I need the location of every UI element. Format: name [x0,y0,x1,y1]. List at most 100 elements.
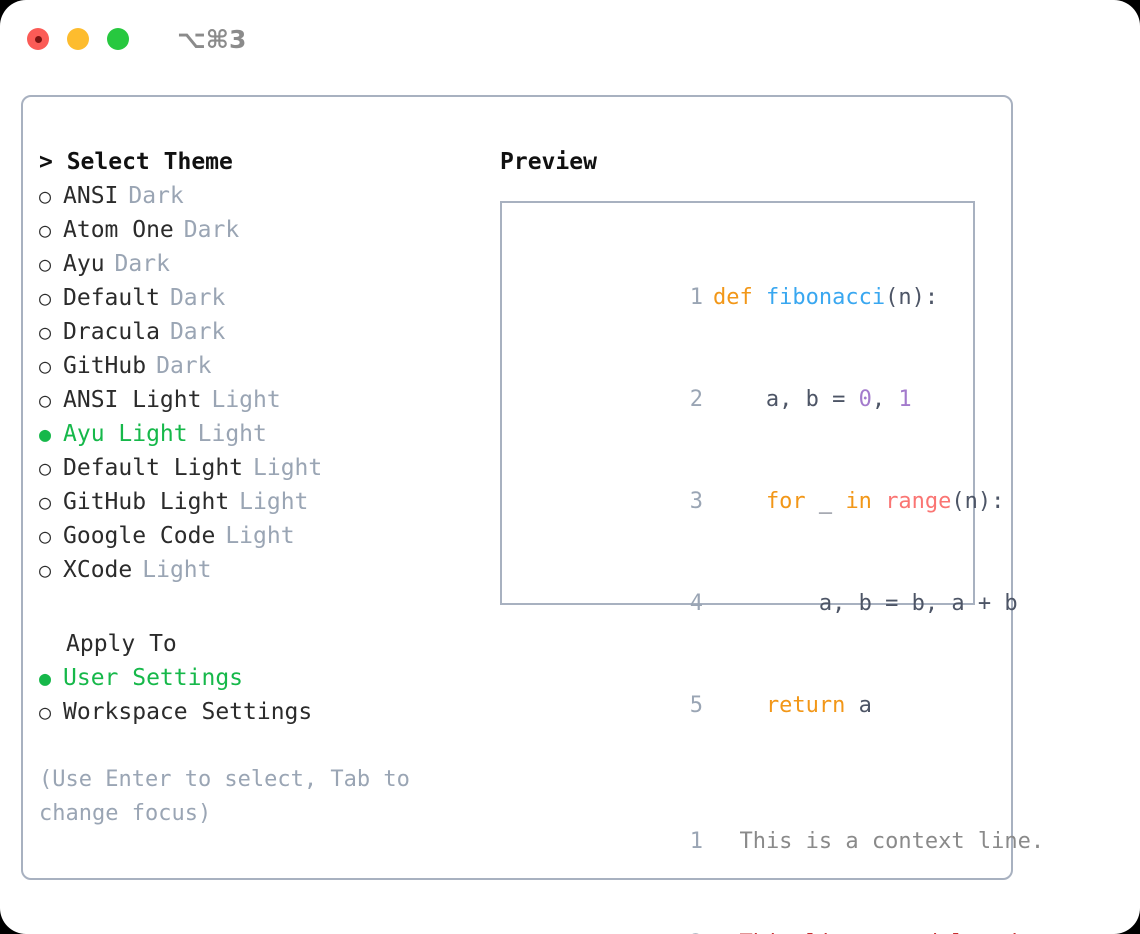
theme-kind: Light [142,557,212,583]
line-number: 1 [689,285,703,310]
code-token: a, b = [712,387,859,412]
theme-kind: Dark [128,183,184,209]
radio-icon[interactable]: ○ [39,184,52,208]
radio-icon[interactable]: ○ [39,388,52,412]
theme-list-item[interactable]: ○ XCode Light [39,553,469,587]
theme-list-item[interactable]: ○ Atom One Dark [39,213,469,247]
theme-name: XCode [63,557,133,583]
radio-icon[interactable]: ○ [39,456,52,480]
section-spacer [39,587,469,627]
line-number: 2 [689,387,703,412]
keyboard-shortcut-label: ⌥⌘3 [177,24,247,54]
code-token: a, b = b, a + b [712,591,1018,616]
traffic-lights [27,28,129,50]
theme-picker-column: > Select Theme ○ ANSI Dark ○ Atom One Da… [39,145,469,831]
theme-name: Default [63,285,160,311]
radio-icon[interactable]: ○ [39,558,52,582]
theme-kind: Dark [169,319,226,345]
radio-icon[interactable]: ○ [39,286,52,310]
theme-list-item[interactable]: ○ GitHub Dark [39,349,469,383]
theme-name: Google Code [63,523,216,549]
code-token [713,489,766,514]
theme-name: Atom One [63,217,174,243]
code-token [713,693,766,718]
theme-kind: Dark [169,285,226,311]
code-token: a [845,693,872,718]
close-button[interactable] [27,28,49,50]
diff-text: This is a context line. [726,829,1045,854]
theme-name: GitHub Light [63,489,230,515]
code-line: 4 a, b = b, a + b [520,553,1018,655]
theme-list-item[interactable]: ○ Default Light Light [39,451,469,485]
radio-icon[interactable]: ○ [39,218,52,242]
keyboard-hint-text: (Use Enter to select, Tab to change focu… [39,767,410,826]
preview-spacer [520,757,973,791]
radio-icon[interactable]: ○ [39,320,52,344]
apply-to-label: User Settings [63,665,244,691]
theme-kind: Light [211,387,281,413]
preview-heading: Preview [500,149,597,175]
code-line: 2 a, b = 0, 1 [520,349,973,451]
apply-to-item-selected[interactable]: ● User Settings [39,661,469,695]
preview-column: Preview 1 def fibonacci (n): 2 a, b = 0, 1… [500,145,1044,934]
maximize-button[interactable] [107,28,129,50]
code-token: , [871,387,899,412]
theme-list-item[interactable]: ○ Google Code Light [39,519,469,553]
code-token: def [712,285,766,310]
preview-box: 1 def fibonacci (n): 2 a, b = 0, 1 3 for _… [500,201,1044,934]
diff-text: This line was deleted. [726,931,1030,934]
theme-list-item[interactable]: ○ ANSI Light Light [39,383,469,417]
code-token: 1 [898,387,912,412]
radio-icon[interactable]: ○ [39,524,52,548]
code-token: return [765,693,846,718]
diff-marker [713,829,726,854]
code-line: 5 return a [520,655,973,757]
code-token: for [765,489,806,514]
theme-name: Default Light [63,455,244,481]
radio-icon[interactable]: ○ [39,354,52,378]
code-token: 0 [858,387,872,412]
apply-to-list: ● User Settings ○ Workspace Settings [39,661,469,729]
code-token [872,489,885,514]
apply-to-heading: Apply To [66,631,177,657]
theme-kind: Light [225,523,295,549]
diff-line-deleted: 2 - This line was deleted. [520,893,1031,934]
theme-kind: Light [253,455,323,481]
theme-name: Ayu [63,251,105,277]
radio-icon[interactable]: ○ [39,252,52,276]
select-theme-heading: > Select Theme [39,149,233,175]
apply-to-item[interactable]: ○ Workspace Settings [39,695,469,729]
theme-list: ○ ANSI Dark ○ Atom One Dark ○ Ayu Dark [39,179,469,587]
theme-list-item[interactable]: ○ Dracula Dark [39,315,469,349]
radio-selected-icon[interactable]: ● [39,422,52,446]
theme-list-item-selected[interactable]: ● Ayu Light Light [39,417,469,451]
theme-list-item[interactable]: ○ Default Dark [39,281,469,315]
theme-name: ANSI Light [63,387,202,413]
radio-selected-icon[interactable]: ● [39,666,52,690]
radio-icon[interactable]: ○ [39,700,52,724]
theme-kind: Dark [114,251,170,277]
diff-marker: - [713,931,726,934]
theme-list-item[interactable]: ○ Ayu Dark [39,247,469,281]
code-token: range [885,489,952,514]
line-number: 2 [679,927,703,934]
code-line: 3 for _ in range(n): [520,451,1005,553]
code-token: fibonacci [765,285,886,310]
minimize-button[interactable] [67,28,89,50]
theme-kind: Dark [156,353,212,379]
theme-name: Ayu Light [63,421,188,447]
theme-name: ANSI [63,183,119,209]
theme-list-item[interactable]: ○ ANSI Dark [39,179,469,213]
code-token: _ [805,489,846,514]
line-number: 5 [689,693,703,718]
code-token: (n): [951,489,1005,514]
title-bar: ⌥⌘3 [0,0,1140,78]
diff-line-context: 1 This is a context line. [520,791,1044,893]
theme-name: GitHub [63,353,147,379]
theme-list-item[interactable]: ○ GitHub Light Light [39,485,469,519]
panel-columns: > Select Theme ○ ANSI Dark ○ Atom One Da… [23,97,1044,934]
theme-kind: Light [197,421,267,447]
radio-icon[interactable]: ○ [39,490,52,514]
